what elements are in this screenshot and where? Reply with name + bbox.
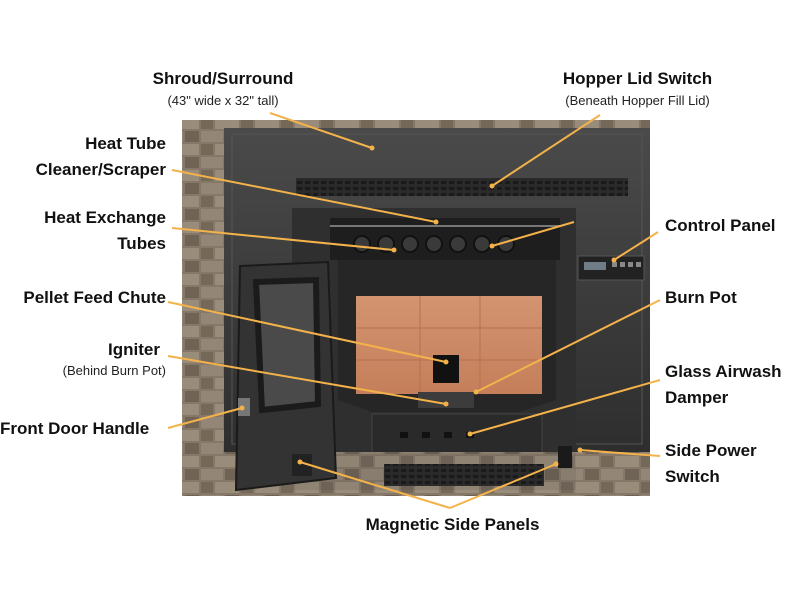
label-pellet-feed-chute: Pellet Feed Chute bbox=[23, 288, 166, 307]
label-glass-airwash-damper-line2: Damper bbox=[665, 388, 729, 407]
label-igniter-note: (Behind Burn Pot) bbox=[62, 363, 166, 378]
burn-pot-shape bbox=[418, 392, 474, 408]
leader-hopper-lid-switch bbox=[491, 114, 601, 187]
control-display bbox=[584, 262, 606, 270]
label-heat-tube-cleaner-line1: Heat Tube bbox=[85, 134, 166, 153]
label-heat-exchange-tubes-line2: Tubes bbox=[117, 234, 166, 253]
label-hopper-lid-switch-note: (Beneath Hopper Fill Lid) bbox=[565, 93, 710, 108]
leader-side-power-switch bbox=[579, 449, 661, 457]
bottom-grille-over bbox=[384, 464, 544, 486]
label-side-power-switch-line1: Side Power bbox=[665, 441, 757, 460]
label-control-panel: Control Panel bbox=[665, 216, 776, 235]
leader-heat-exchange-tubes-2 bbox=[491, 221, 575, 247]
leader-shroud bbox=[269, 112, 373, 149]
leader-pellet-feed-chute bbox=[167, 301, 447, 363]
label-front-door-handle: Front Door Handle bbox=[0, 419, 150, 438]
label-burn-pot: Burn Pot bbox=[665, 288, 737, 307]
label-igniter-title: Igniter bbox=[108, 340, 160, 359]
leader-magnetic-side-panels-right bbox=[449, 463, 557, 509]
leader-group bbox=[167, 112, 661, 509]
label-heat-exchange-tubes-line1: Heat Exchange bbox=[44, 208, 166, 227]
leader-magnetic-side-panels-left bbox=[299, 461, 451, 509]
label-magnetic-side-panels: Magnetic Side Panels bbox=[365, 515, 540, 534]
control-buttons bbox=[612, 262, 641, 267]
label-side-power-switch-line2: Switch bbox=[665, 467, 720, 486]
leader-burn-pot bbox=[475, 299, 661, 393]
door-glass bbox=[252, 276, 322, 414]
side-switch-shape bbox=[558, 446, 572, 468]
leader-heat-exchange-tubes bbox=[171, 227, 395, 251]
leader-glass-airwash-damper bbox=[469, 379, 661, 435]
leader-front-door-handle bbox=[167, 407, 243, 429]
leader-tips bbox=[239, 145, 617, 467]
side-panel-left bbox=[292, 454, 312, 476]
leader-heat-tube-cleaner bbox=[171, 169, 437, 223]
leader-control-panel bbox=[613, 231, 659, 261]
label-hopper-lid-switch-title: Hopper Lid Switch bbox=[562, 69, 713, 88]
label-shroud-note: (43" wide x 32" tall) bbox=[167, 93, 279, 108]
label-heat-tube-cleaner-line2: Cleaner/Scraper bbox=[35, 160, 166, 179]
label-glass-airwash-damper-line1: Glass Airwash bbox=[665, 362, 782, 381]
leader-igniter bbox=[167, 355, 447, 405]
top-grille bbox=[296, 178, 628, 196]
label-shroud-title: Shroud/Surround bbox=[152, 69, 294, 88]
